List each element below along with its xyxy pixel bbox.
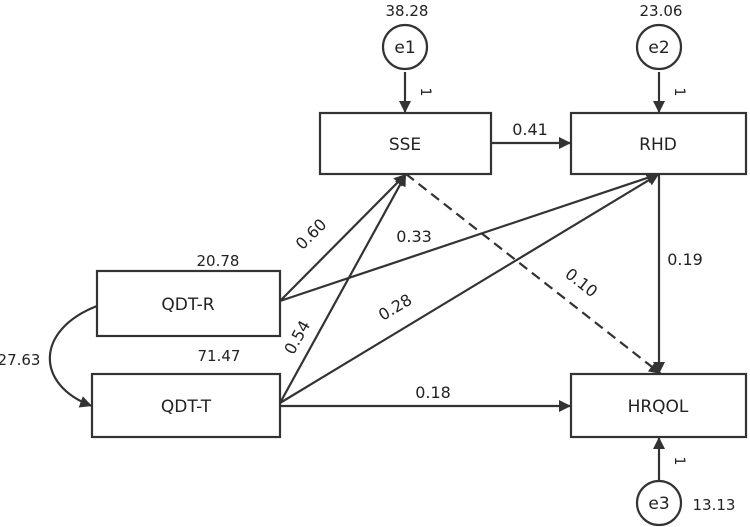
sse-to-hrqol-dashed-arrow xyxy=(405,173,662,375)
coef-rhd-hrqol: 0.19 xyxy=(667,250,703,269)
qdtr-variance: 20.78 xyxy=(197,252,240,270)
e2-label: e2 xyxy=(648,38,669,58)
qdtr-to-sse-arrow xyxy=(279,173,407,302)
covariance-label: 27.63 xyxy=(0,351,40,369)
covariance-curve xyxy=(48,296,111,408)
e3-label: e3 xyxy=(648,494,669,514)
hrqol-box xyxy=(569,372,748,439)
sse-box xyxy=(318,111,493,176)
qdtr-box xyxy=(95,269,282,338)
e1-label: e1 xyxy=(394,38,415,58)
e1-variance: 38.28 xyxy=(386,2,429,20)
e1-path-one-label: 1 xyxy=(417,88,433,97)
coef-qdtt-rhd: 0.28 xyxy=(375,290,415,325)
rhd-box xyxy=(569,111,748,176)
qdtt-to-rhd-arrow xyxy=(279,173,660,404)
e1-circle xyxy=(381,23,429,71)
qdtr-to-rhd-arrow xyxy=(279,172,660,303)
coef-sse-rhd: 0.41 xyxy=(512,120,548,139)
e2-path-one-label: 1 xyxy=(671,88,687,97)
e2-circle xyxy=(635,23,683,71)
coef-qdtt-hrqol: 0.18 xyxy=(415,383,451,402)
coef-sse-hrqol: 0.10 xyxy=(562,264,602,301)
rhd-label: RHD xyxy=(639,135,677,155)
coef-qdtr-sse: 0.60 xyxy=(292,215,331,254)
qdtt-variance: 71.47 xyxy=(198,347,241,365)
qdtr-label: QDT-R xyxy=(161,295,214,315)
qdtt-to-sse-arrow xyxy=(279,173,407,404)
qdtt-label: QDT-T xyxy=(161,397,212,417)
e3-path-one-label: 1 xyxy=(671,457,687,466)
coef-qdtr-rhd: 0.33 xyxy=(396,227,432,246)
hrqol-label: HRQOL xyxy=(628,397,689,417)
qdtt-box xyxy=(90,372,282,439)
e2-variance: 23.06 xyxy=(640,2,683,20)
sse-label: SSE xyxy=(389,135,421,155)
e3-circle xyxy=(635,479,683,527)
e3-variance: 13.13 xyxy=(693,496,736,514)
